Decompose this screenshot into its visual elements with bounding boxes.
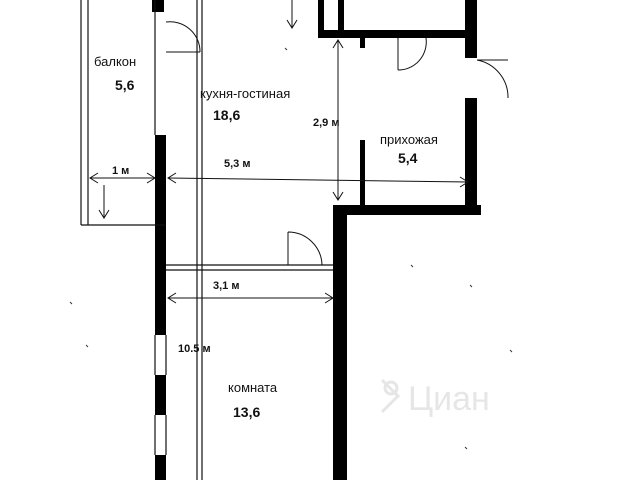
doors xyxy=(165,21,509,266)
walls xyxy=(152,0,481,480)
wall-hall-right-upper xyxy=(465,0,477,58)
wall-hall-left xyxy=(360,140,365,210)
balcony-name: балкон xyxy=(94,54,136,69)
thin-walls xyxy=(80,0,333,480)
wall-top-box-left xyxy=(318,0,324,36)
kitchen-name: кухня-гостиная xyxy=(200,86,290,101)
wall-left-end xyxy=(155,455,166,480)
bedroom-name: комната xyxy=(228,380,278,395)
wall-top-inner xyxy=(318,30,468,38)
door-bedroom xyxy=(287,231,323,266)
wall-hall-bottom xyxy=(333,205,481,215)
dim-kitchen-width: 5,3 м xyxy=(224,158,251,170)
watermark-logo-icon xyxy=(380,378,401,414)
hallway-area: 5,4 xyxy=(398,150,418,166)
watermark-text: Циан xyxy=(408,380,490,418)
balcony-area: 5,6 xyxy=(115,77,135,93)
scan-marks xyxy=(69,47,513,450)
dimension-lines xyxy=(89,0,469,304)
wall-hall-stub xyxy=(360,36,365,48)
wall-left-middle xyxy=(155,135,166,225)
kitchen-area: 18,6 xyxy=(213,107,240,123)
dim-room-width: 3,1 м xyxy=(213,280,240,292)
dim-total-length: 10.5 м xyxy=(178,343,211,355)
watermark: Циан xyxy=(380,378,490,418)
dim-balcony-width: 1 м xyxy=(112,165,129,177)
door-hallway xyxy=(397,37,427,71)
wall-top-stub xyxy=(152,0,164,12)
hallway-name: прихожая xyxy=(380,132,438,147)
door-entrance xyxy=(476,59,509,99)
wall-central-vertical xyxy=(333,205,347,480)
wall-hall-right-lower xyxy=(465,98,477,215)
door-balcony xyxy=(165,21,201,53)
bedroom-area: 13,6 xyxy=(233,404,260,420)
wall-top-box-right xyxy=(338,0,344,36)
dim-line-kitchen-width xyxy=(167,177,469,183)
dim-kitchen-height: 2,9 м xyxy=(313,117,340,129)
wall-left-bottom xyxy=(155,375,166,415)
wall-left-lower xyxy=(155,225,166,335)
